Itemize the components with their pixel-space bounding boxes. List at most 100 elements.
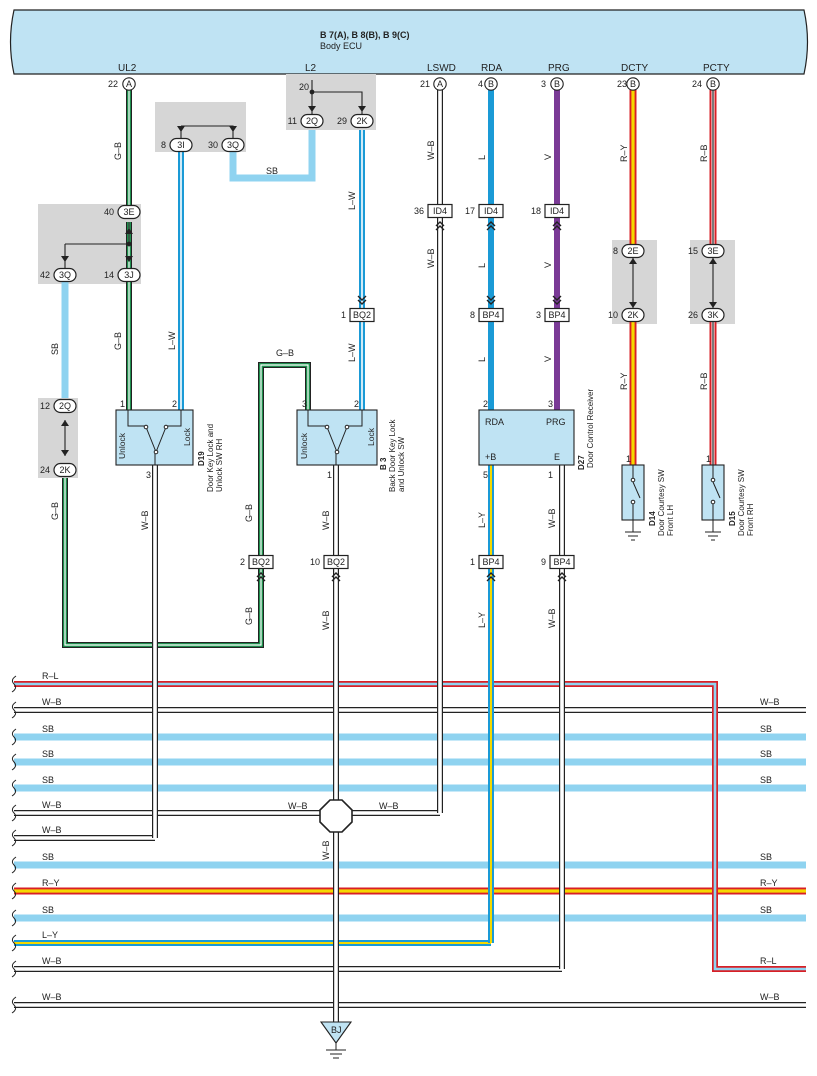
- bus-label-right-8: R–Y: [760, 878, 778, 888]
- box-num-1: 17: [465, 206, 475, 216]
- ground-id: BJ: [331, 1025, 342, 1035]
- d27-e-label: E: [554, 452, 560, 462]
- box-connector-6: [248, 554, 274, 570]
- oval-num-6: 14: [104, 270, 114, 280]
- wire-label-3: SB: [50, 343, 60, 355]
- box-connector-0-id: ID4: [433, 206, 447, 216]
- box-num-5: 3: [536, 310, 541, 320]
- d19-desc-1: Door Key Lock and: [206, 424, 215, 492]
- bus-label-right-2: SB: [760, 724, 772, 734]
- bus-break-12: [11, 996, 17, 1014]
- joint-dot-l2: [309, 89, 315, 95]
- wire-label-28: R–B: [699, 372, 709, 390]
- ecu-pin-2-letter: A: [437, 79, 443, 89]
- oval-connector-12-id: 3K: [707, 310, 718, 320]
- oval-num-2: 8: [161, 140, 166, 150]
- ecu-pin-num-2: 21: [420, 79, 430, 89]
- ecu-pin-5: [626, 77, 640, 91]
- oval-connector-2-id: 3I: [177, 140, 185, 150]
- door-control-receiver-d27: RDA PRG +B E 2 3 5 1 D27 Door Control Re…: [478, 389, 595, 480]
- box-connector-2-id: ID4: [550, 206, 564, 216]
- d19-unlock-label: Unlock: [117, 432, 127, 459]
- oval-connector-1-id: 2K: [356, 116, 367, 126]
- signal-dcty: DCTY: [621, 63, 649, 74]
- wire-gb-2k-bq2: [62, 478, 264, 648]
- box-connector-5-id: BP4: [548, 310, 565, 320]
- box-connector-1: [478, 203, 504, 219]
- b3-unlock-label: Unlock: [299, 432, 309, 459]
- d27-desc-1: Door Control Receiver: [586, 389, 595, 468]
- oval-num-10: 10: [608, 310, 618, 320]
- bus-label-left-0: R–L: [42, 671, 59, 681]
- oval-connector-2: [169, 137, 193, 153]
- oval-connector-3: [221, 137, 245, 153]
- arrow-2k-c: [629, 302, 637, 308]
- switch-d19: 1 2 3 Unlock Lock D19 Door Key Lock and …: [115, 399, 224, 492]
- b3-lock-label: Lock: [366, 427, 376, 446]
- wire-label-26: R–Y: [619, 372, 629, 390]
- wire-label-11: W–B: [321, 610, 331, 630]
- oval-connector-1: [350, 113, 374, 129]
- oval-connector-7: [53, 398, 77, 414]
- d14-desc-2: Front LH: [666, 505, 675, 536]
- d14-pin-1: 1: [626, 454, 631, 464]
- wire-label-1: G–B: [113, 332, 123, 350]
- bus-break-1: [11, 701, 17, 719]
- bus-label-left-7: SB: [42, 852, 54, 862]
- arrow-3k: [709, 302, 717, 308]
- d27-pin-5: 5: [483, 470, 488, 480]
- box-connector-3: [349, 307, 375, 323]
- ecu-pin-0-letter: A: [126, 79, 132, 89]
- bus-break-9: [11, 909, 17, 927]
- oval-num-0: 11: [288, 116, 297, 126]
- bus-break-3: [11, 753, 17, 771]
- wire-label-17: L: [477, 357, 487, 362]
- b3-code: B 3: [379, 457, 388, 470]
- oval-num-3: 30: [208, 140, 218, 150]
- oval-num-8: 24: [40, 465, 50, 475]
- bus-label-left-10: L–Y: [42, 930, 58, 940]
- d19-code: D19: [197, 451, 206, 466]
- box-num-6: 2: [240, 557, 245, 567]
- ecu-pin-4: [550, 77, 564, 91]
- ecu-pin-num-6: 24: [692, 79, 702, 89]
- arrow-2e: [629, 258, 637, 264]
- bus-label-left-2: SB: [42, 724, 54, 734]
- bus-label-right-4: SB: [760, 775, 772, 785]
- box-connector-2: [544, 203, 570, 219]
- oval-connector-5: [53, 267, 77, 283]
- box-num-2: 18: [531, 206, 541, 216]
- box-num-4: 8: [470, 310, 475, 320]
- oval-connector-9: [621, 243, 645, 259]
- oval-connector-8: [53, 462, 77, 478]
- box-connector-3-id: BQ2: [353, 310, 371, 320]
- d19-pin-1: 1: [120, 399, 125, 409]
- ecu-pin-num-4: 3: [541, 79, 546, 89]
- box-num-8: 1: [470, 557, 475, 567]
- bus-label-left-9: SB: [42, 905, 54, 915]
- d19-desc-2: Unlock SW RH: [215, 438, 224, 492]
- bus-label-right-9: SB: [760, 905, 772, 915]
- d15-desc-2: Front RH: [746, 503, 755, 536]
- bus-label-right-1: W–B: [760, 697, 780, 707]
- bus-break-6: [11, 829, 17, 847]
- d27-rda-label: RDA: [485, 417, 504, 427]
- ecu-title: B 7(A), B 8(B), B 9(C): [320, 30, 410, 40]
- wire-label-4: G–B: [50, 502, 60, 520]
- b3-desc-1: Back Door Key Lock: [388, 419, 397, 492]
- bus-break-11: [11, 960, 17, 978]
- oval-connector-12: [701, 307, 725, 323]
- wire-label-8: G–B: [244, 607, 254, 625]
- signal-ul2: UL2: [118, 63, 137, 74]
- wire-layer: [14, 80, 806, 1022]
- arrow-3q-b: [61, 256, 69, 262]
- ecu-pin-num-3: 4: [478, 79, 483, 89]
- wire-label-24: W–B: [547, 608, 557, 628]
- d27-code: D27: [577, 455, 586, 470]
- box-connector-5: [544, 307, 570, 323]
- wire-label-27: R–B: [699, 144, 709, 162]
- oval-connector-11: [701, 243, 725, 259]
